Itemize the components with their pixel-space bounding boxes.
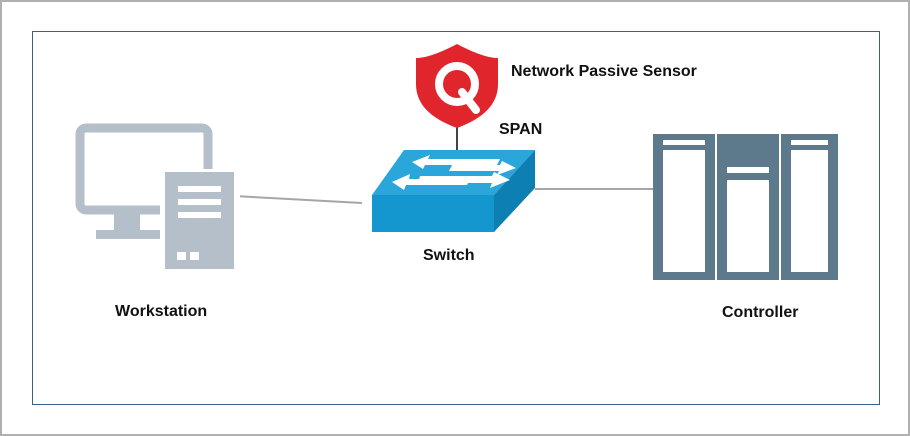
span-port-label: SPAN — [499, 121, 543, 138]
workstation-icon — [75, 123, 240, 271]
sensor-label: Network Passive Sensor — [511, 63, 697, 80]
workstation-label: Workstation — [115, 303, 208, 320]
qualys-shield-icon — [416, 44, 498, 128]
switch-label: Switch — [423, 247, 475, 264]
network-switch-icon — [372, 150, 535, 232]
server-rack-icon — [653, 134, 838, 280]
link-workstation-switch — [233, 195, 363, 204]
controller-label: Controller — [722, 304, 799, 321]
